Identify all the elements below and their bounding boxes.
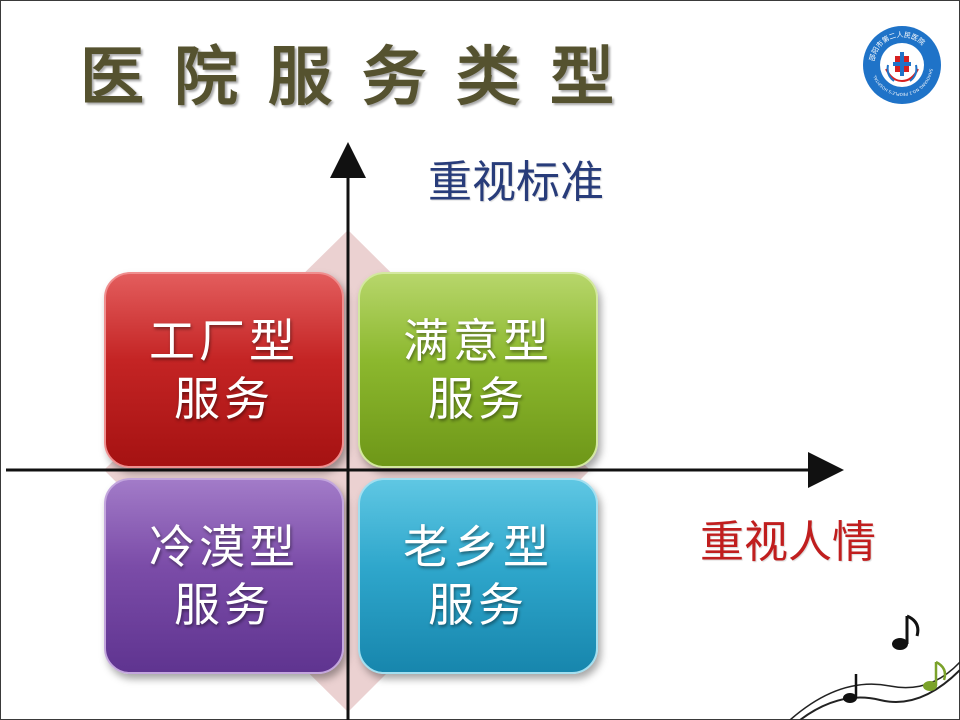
quadrant-satisfied-service: 满意型 服务 [358,272,598,468]
vertical-axis-label: 重视标准 [428,157,604,208]
quadrant-title: 工厂型 [149,314,299,368]
quadrant-subtitle: 服务 [174,578,274,632]
music-notes-icon [789,614,960,720]
slide-title: 医院服务类型 [80,40,644,115]
quadrant-factory-service: 工厂型 服务 [104,272,344,468]
horizontal-axis-label: 重视人情 [700,517,876,568]
quadrant-indifferent-service: 冷漠型 服务 [104,478,344,674]
quadrant-subtitle: 服务 [428,372,528,426]
quadrant-title: 冷漠型 [149,520,299,574]
quadrant-subtitle: 服务 [174,372,274,426]
quadrant-subtitle: 服务 [428,578,528,632]
quadrant-fellow-townsman-service: 老乡型 服务 [358,478,598,674]
quadrant-title: 满意型 [403,314,553,368]
quadrant-title: 老乡型 [403,520,553,574]
hospital-logo-icon: 邵阳市第二人民医院 SHAOYANG NO.2 PEOPLE'S HOSPITA… [863,26,941,104]
